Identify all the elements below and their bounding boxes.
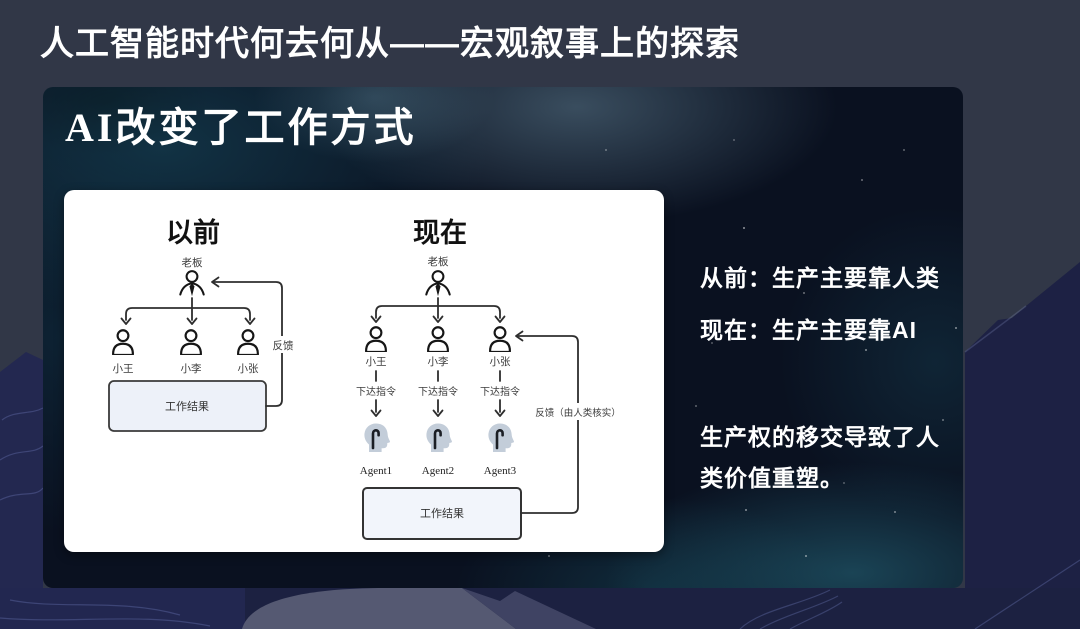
arrow-left-icon <box>515 330 524 342</box>
branch-line <box>125 307 251 321</box>
agent-label: Agent3 <box>484 465 517 477</box>
diagram-before: 以前 老板 小王 小李 小张 工作结果 <box>108 217 298 432</box>
arrow-left-icon <box>211 276 220 288</box>
now-boss-label: 老板 <box>428 255 449 268</box>
result-box-label: 工作结果 <box>420 507 464 520</box>
command-column: 下达指令 下达指令 下达指令 <box>356 370 520 417</box>
slide-heading: AI改变了工作方式 <box>65 105 417 150</box>
boss-icon <box>179 270 205 298</box>
person-icon <box>427 326 449 352</box>
person-icon <box>489 326 511 352</box>
member-label: 小王 <box>366 356 387 368</box>
slide: AI改变了工作方式 <box>43 87 963 588</box>
note-paragraph: 生产权的移交导致了人类价值重塑。 <box>700 424 940 491</box>
before-heading: 以前 <box>166 217 220 248</box>
feedback-label: 反馈 <box>273 339 294 352</box>
arrow-down-icon <box>370 409 382 417</box>
agent-head-icon <box>425 422 454 454</box>
result-box-label: 工作结果 <box>165 400 209 413</box>
arrow-down-icon <box>432 409 444 417</box>
feedback-label: 反馈（由人类核实） <box>535 407 621 419</box>
branch-line <box>375 305 501 319</box>
org-diagram: 以前 老板 小王 小李 小张 工作结果 <box>108 217 626 540</box>
left-mountain <box>0 352 43 629</box>
feedback-label-bg <box>268 336 298 353</box>
starfield-texture <box>43 87 45 89</box>
feedback-loop <box>517 335 579 514</box>
member-label: 小张 <box>238 363 259 375</box>
member-label: 小张 <box>490 356 511 368</box>
command-label: 下达指令 <box>418 385 458 398</box>
before-boss-label: 老板 <box>182 256 203 269</box>
note-before: 从前：生产主要靠人类 <box>700 265 940 291</box>
arrow-down-icon <box>120 317 132 325</box>
person-icon <box>237 329 259 355</box>
person-icon <box>180 329 202 355</box>
bottom-light-mound <box>242 588 516 629</box>
command-label: 下达指令 <box>356 385 396 398</box>
right-mountain <box>965 262 1080 629</box>
person-icon <box>112 329 134 355</box>
member-label: 小李 <box>181 362 202 375</box>
diagram-panel: 以前 老板 小王 小李 小张 工作结果 <box>64 190 664 552</box>
agent-head-icon <box>363 422 392 454</box>
arrow-down-icon <box>432 315 444 323</box>
arrow-down-icon <box>370 315 382 323</box>
feedback-label-bg <box>530 403 626 420</box>
bottom-left-slope <box>0 588 245 629</box>
arrow-down-icon <box>244 317 256 325</box>
agent-head-icon <box>487 422 516 454</box>
agent-label: Agent1 <box>360 465 392 477</box>
member-label: 小王 <box>113 363 134 375</box>
note-now: 现在：生产主要靠AI <box>700 317 917 343</box>
command-label: 下达指令 <box>480 385 520 398</box>
notes-block: 从前：生产主要靠人类 现在：生产主要靠AI 生产权的移交导致了人类价值重塑。 <box>700 263 963 499</box>
arrow-down-icon <box>494 409 506 417</box>
right-mountain-ridge <box>964 305 1027 353</box>
arrow-down-icon <box>494 315 506 323</box>
person-icon <box>365 326 387 352</box>
member-label: 小李 <box>428 355 449 368</box>
contour-lines <box>0 407 1080 629</box>
now-heading: 现在 <box>413 218 467 248</box>
boss-icon <box>425 270 451 298</box>
arrow-down-icon <box>186 317 198 325</box>
agent-label: Agent2 <box>422 465 454 477</box>
page-title: 人工智能时代何去何从——宏观叙事上的探索 <box>40 25 740 63</box>
bottom-mid-facet <box>462 588 596 629</box>
diagram-now: 现在 老板 小王 小李 小张 <box>356 218 626 540</box>
